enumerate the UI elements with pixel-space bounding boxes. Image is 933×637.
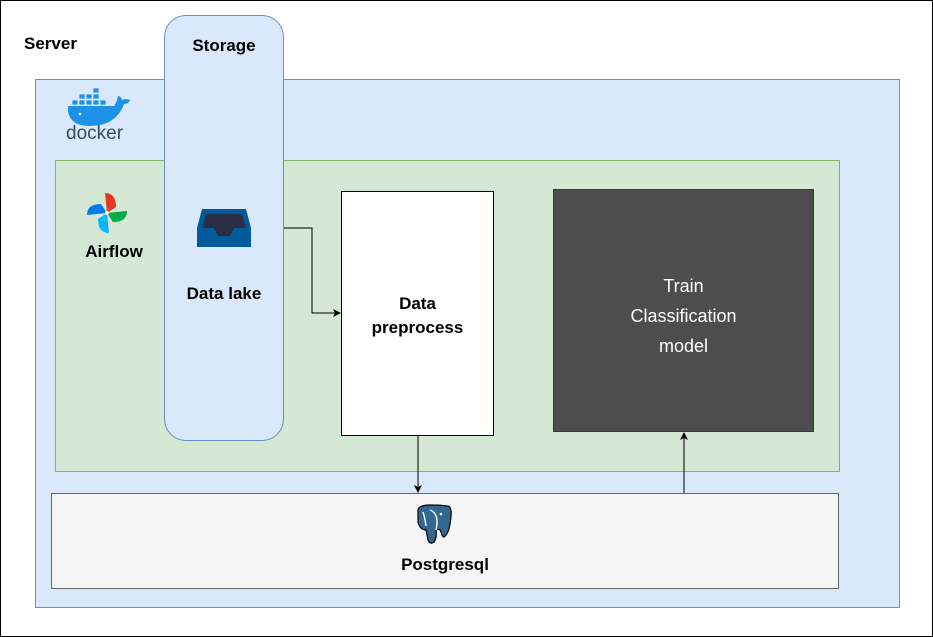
- docker-label: docker: [66, 123, 124, 144]
- preprocess-node: [341, 191, 494, 436]
- train-label: Train Classification model: [630, 276, 737, 356]
- storage-label: Storage: [192, 36, 256, 55]
- docker-whale-icon: [68, 87, 130, 126]
- inbox-tray-icon: [197, 209, 251, 247]
- preprocess-label: Data preprocess: [371, 294, 464, 337]
- train-node: [553, 189, 814, 432]
- server-label: Server: [24, 34, 77, 53]
- postgresql-elephant-icon: [417, 504, 452, 544]
- airflow-label: Airflow: [85, 242, 143, 261]
- airflow-pinwheel-icon: [87, 193, 127, 233]
- postgres-label: Postgresql: [401, 555, 489, 574]
- data-lake-label: Data lake: [186, 284, 262, 303]
- connector-datalake-to-preprocess: [284, 227, 341, 317]
